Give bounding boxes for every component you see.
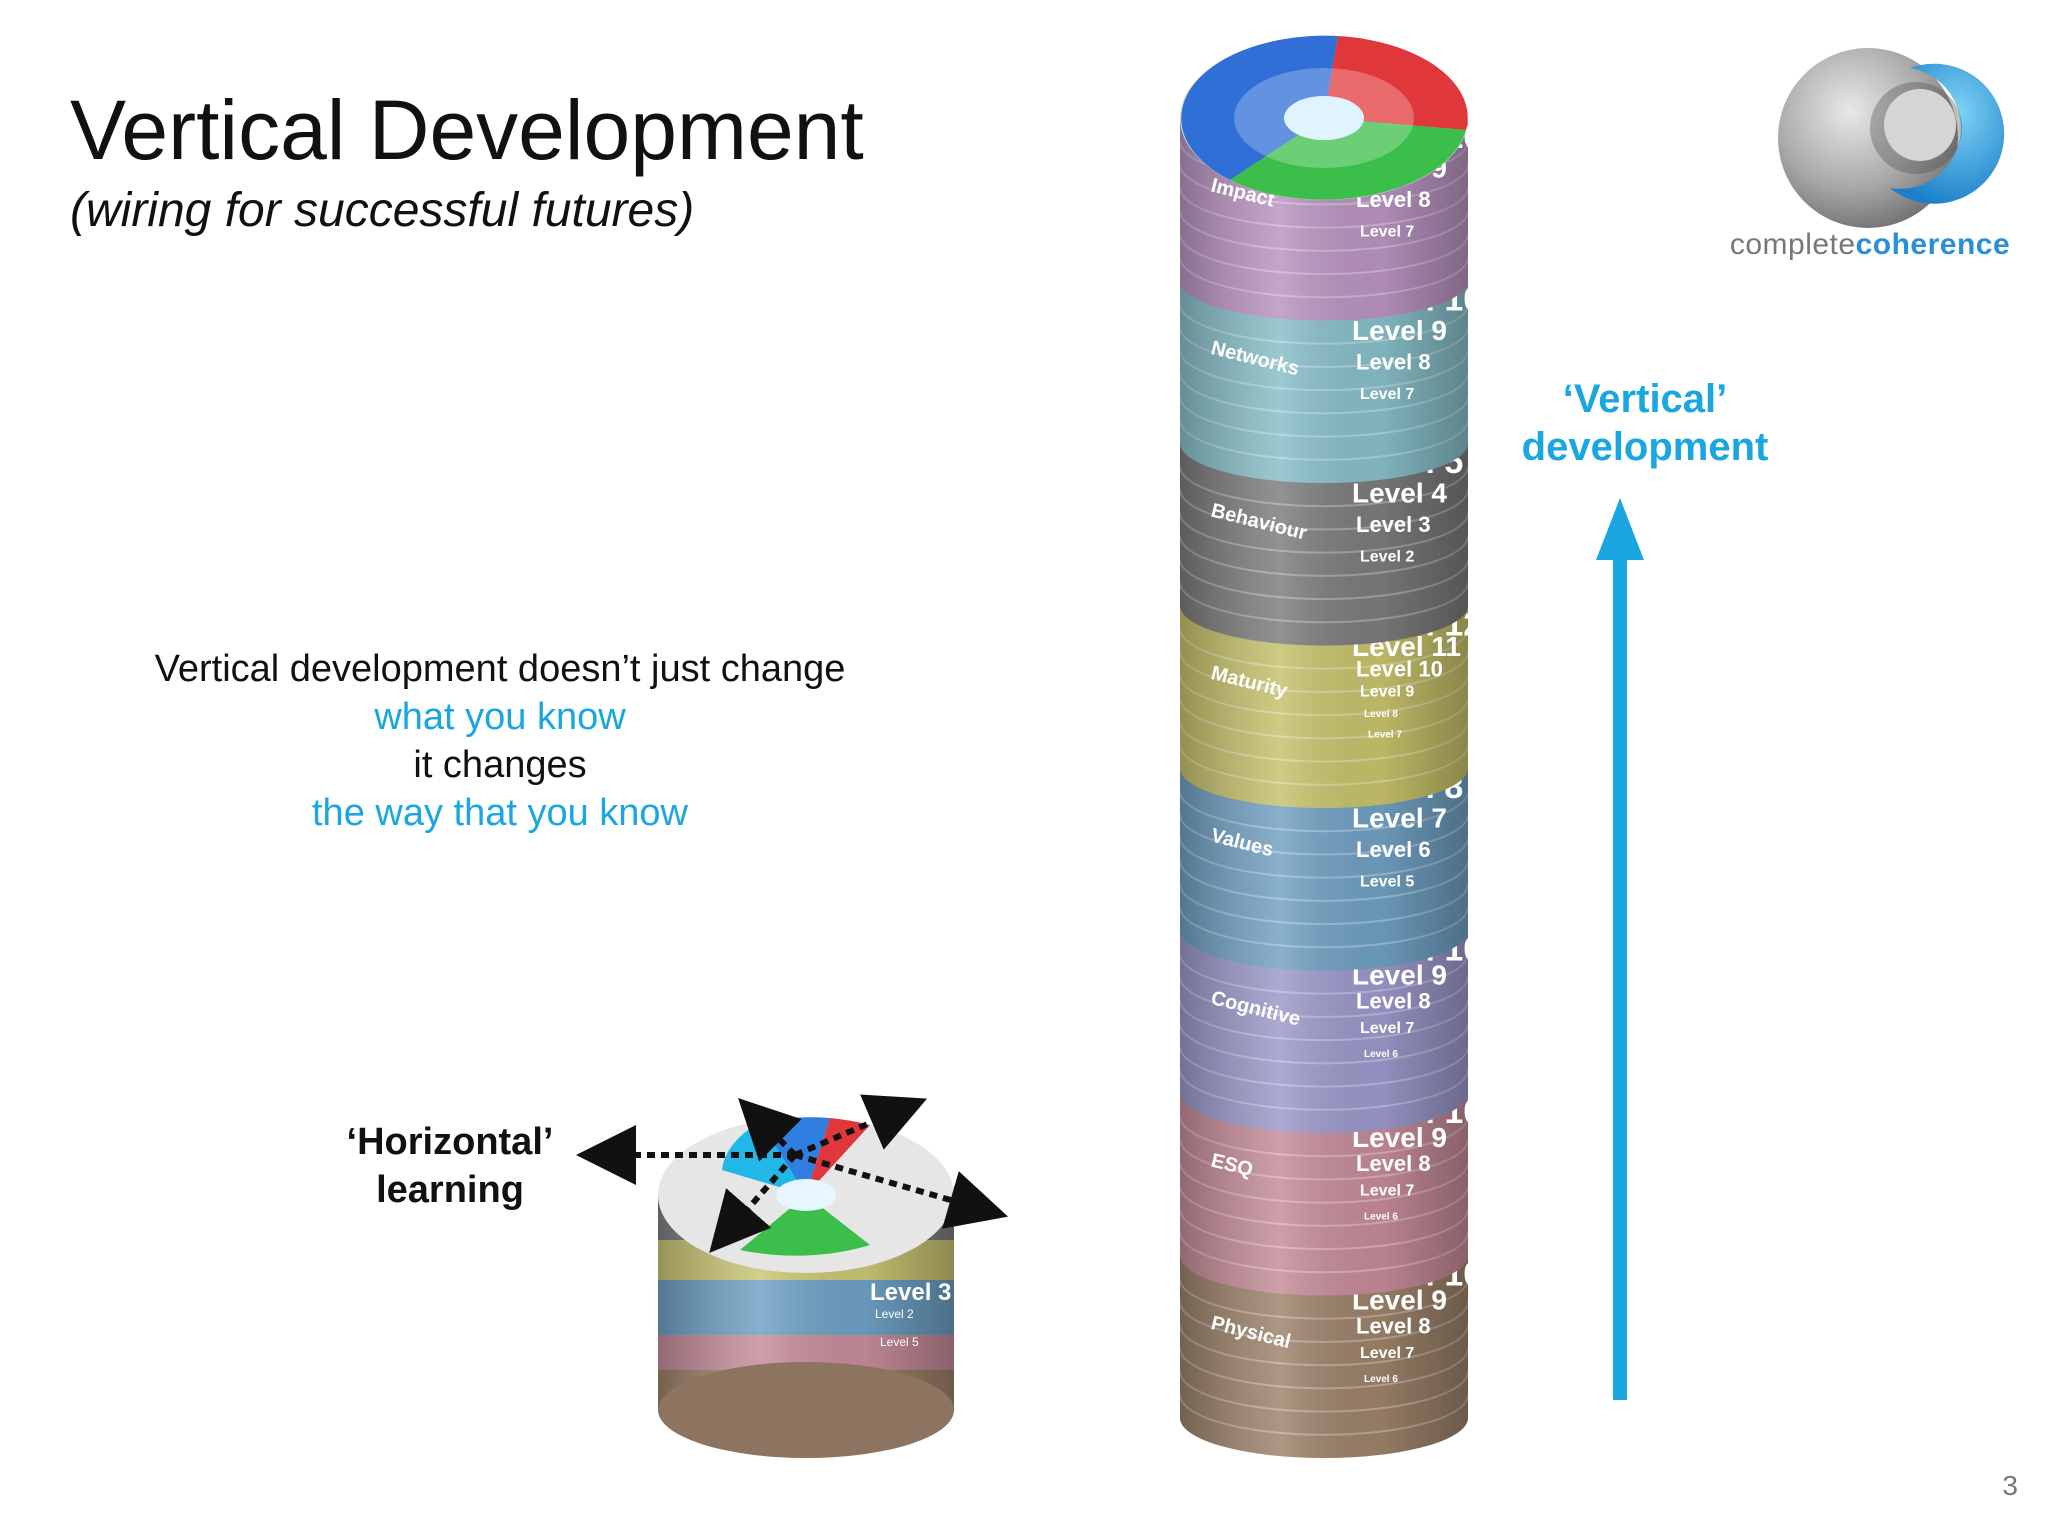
tower-level-label: Level 6 [1364,1211,1398,1222]
small-horizontal-stack: Level 3 Level 2 Level 5 [658,1117,954,1458]
arrow-up-left [738,1098,802,1162]
tower-level-label: Level 3 [1356,512,1431,537]
tower-level-label: Level 8 [1356,349,1431,374]
tower-level-label: Level 9 [1360,684,1414,701]
tower-level-label: Level 8 [1364,709,1398,720]
small-stack-level-2: Level 2 [875,1307,914,1321]
quote-line-1: Vertical development doesn’t just change [154,648,846,690]
arrow-up-right [793,1094,928,1158]
quote-block: Vertical development doesn’t just change… [110,645,890,837]
arrow-down-left [709,1153,798,1254]
tower-level-label: Level 8 [1356,989,1431,1014]
logo-text-complete: complete [1729,228,1856,261]
vertical-label-line-1: ‘Vertical’ [1562,377,1728,421]
tower-level-label: Level 9 [1352,315,1447,346]
horizontal-learning-label: ‘Horizontal’ learning [300,1118,600,1214]
small-stack-level-5: Level 5 [880,1335,919,1349]
horizontal-label-line-2: learning [376,1169,524,1211]
tower-level-label: Level 7 [1360,1182,1414,1199]
quote-line-3: it changes [413,744,587,786]
tower-level-label: Level 4 [1352,477,1447,508]
logo-text: completecoherence [1720,228,2020,262]
tower-level-label: Level 8 [1356,1314,1431,1339]
tower-level-label: Level 10 [1356,656,1443,681]
tower-level-label: Level 6 [1364,1374,1398,1385]
page-number: 3 [2002,1470,2018,1501]
vertical-arrow [1596,498,1644,1400]
tower-level-label: Level 7 [1352,802,1447,833]
slide-title: Vertical Development [70,83,864,177]
horizontal-label-line-1: ‘Horizontal’ [346,1121,554,1163]
tower-level-label: Level 7 [1360,1020,1414,1037]
logo-sphere-icon [1778,48,2005,228]
tower-level-label: Level 8 [1356,1151,1431,1176]
vertical-development-label: ‘Vertical’ development [1480,375,1810,471]
arrow-right [794,1152,1009,1229]
tower-top-wheel [1180,35,1468,200]
tower-level-label: Level 7 [1368,729,1402,740]
tower-level-label: Level 7 [1360,1345,1414,1362]
tower-level-label: Level 7 [1360,386,1414,403]
tower-level-label: Level 6 [1356,837,1431,862]
slide-subtitle: (wiring for successful futures) [70,184,695,237]
vertical-arrow-head-icon [1596,498,1644,560]
tower-level-label: Level 7 [1360,223,1414,240]
tower-level-label: Level 5 [1360,873,1414,890]
horizontal-arrows [576,1094,1009,1254]
logo-text-coherence: coherence [1855,228,2011,261]
small-stack-level-3: Level 3 [870,1279,951,1306]
quote-line-4: the way that you know [312,792,688,834]
vertical-label-line-2: development [1521,425,1769,469]
quote-line-2: what you know [374,696,626,738]
tower-level-label: Level 2 [1360,548,1414,565]
tower-level-label: Level 6 [1364,1049,1398,1060]
complete-coherence-logo: completecoherence [1720,30,2020,280]
